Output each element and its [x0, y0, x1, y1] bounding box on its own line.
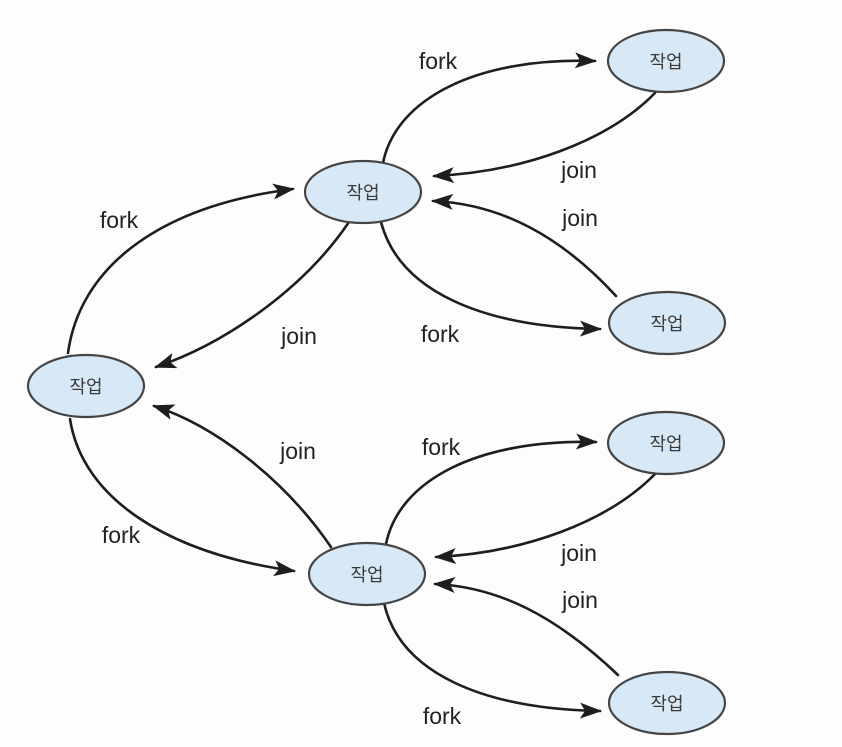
join-bottom-center-to-left-label: join: [279, 438, 316, 464]
join-top-center-to-left-arrow: [154, 220, 351, 369]
fork-bottom-center-to-bottom-right-arrow: [382, 601, 602, 719]
fork-top-center-to-top-right-label: fork: [419, 48, 458, 74]
join-middle-right-to-top-center-arrow: [431, 193, 618, 298]
fork-left-to-bottom-center-arrow: [68, 417, 296, 577]
task-bottom-right: 작업: [607, 670, 727, 736]
task-top-right-ellipse: [606, 28, 726, 94]
task-bottom-right-label: 작업: [650, 694, 683, 714]
task-top-center-ellipse: [303, 159, 423, 225]
task-bottom-center: 작업: [307, 541, 427, 607]
task-middle-right-ellipse: [607, 290, 727, 356]
task-lower-right: 작업: [606, 410, 726, 476]
join-lower-right-to-bottom-center-arrow: [434, 472, 657, 565]
task-top-right-label: 작업: [649, 52, 682, 72]
fork-left-to-top-center-label: fork: [100, 207, 139, 233]
task-bottom-center-label: 작업: [350, 565, 383, 585]
task-middle-right: 작업: [607, 290, 727, 356]
fork-bottom-center-to-lower-right-label: fork: [422, 434, 461, 460]
join-top-right-to-top-center-label: join: [560, 157, 597, 183]
join-lower-right-to-bottom-center-label: join: [560, 540, 597, 566]
task-lower-right-ellipse: [606, 410, 726, 476]
join-top-right-to-top-center-arrow: [432, 91, 657, 184]
task-bottom-right-ellipse: [607, 670, 727, 736]
task-middle-right-label: 작업: [650, 314, 683, 334]
task-top-center: 작업: [303, 159, 423, 225]
task-top-right: 작업: [606, 28, 726, 94]
fork-left-to-bottom-center-label: fork: [102, 522, 141, 548]
fork-bottom-center-to-bottom-right-label: fork: [423, 703, 462, 729]
fork-top-center-to-top-right-arrow: [381, 52, 597, 165]
join-bottom-center-to-left-arrow: [152, 404, 333, 549]
fork-top-center-to-middle-right-arrow: [379, 220, 602, 337]
task-left-ellipse: [26, 353, 146, 419]
task-bottom-center-ellipse: [307, 541, 427, 607]
task-lower-right-label: 작업: [649, 434, 682, 454]
edge-label-layer: fork join fork join fork join fork join fork join…: [100, 48, 598, 729]
fork-top-center-to-middle-right-label: fork: [421, 321, 460, 347]
task-left-label: 작업: [69, 377, 102, 397]
join-bottom-right-to-bottom-center-arrow: [433, 576, 620, 677]
join-bottom-right-to-bottom-center-label: join: [561, 587, 598, 613]
fork-bottom-center-to-lower-right-arrow: [384, 433, 598, 546]
edge-layer: [66, 52, 657, 719]
task-left: 작업: [26, 353, 146, 419]
task-top-center-label: 작업: [346, 183, 379, 203]
join-middle-right-to-top-center-label: join: [561, 205, 598, 231]
fork-left-to-top-center-arrow: [66, 183, 295, 355]
join-top-center-to-left-label: join: [280, 323, 317, 349]
